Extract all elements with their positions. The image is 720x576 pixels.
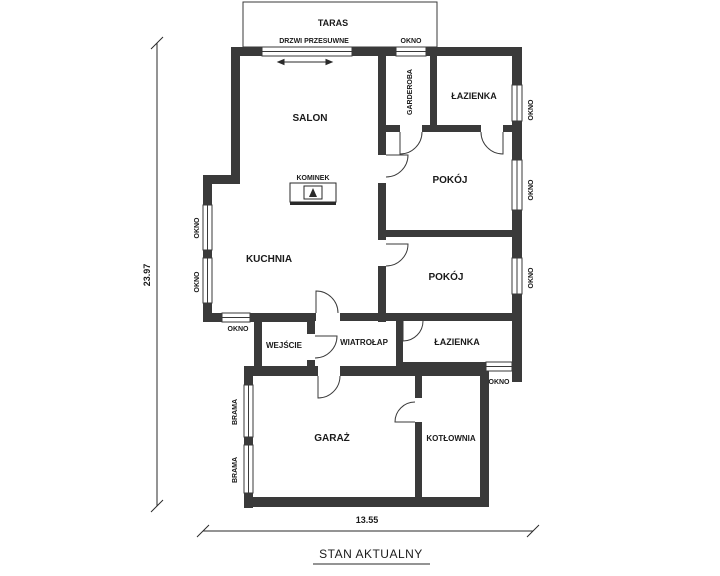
height-dimension: 23.97 xyxy=(142,36,164,513)
gate-2-label: BRAMA xyxy=(232,457,239,483)
window-right-2-label: OKNO xyxy=(528,179,535,201)
window-bottom-right-label: OKNO xyxy=(489,379,511,386)
window-labels: DRZWI PRZESUWNE OKNO OKNO OKNO OKNO OKNO… xyxy=(194,38,535,483)
room-pokoj-2-label: POKÓJ xyxy=(428,270,463,283)
plan-caption: STAN AKTUALNY xyxy=(319,547,423,561)
fireplace-icon xyxy=(289,182,337,205)
room-kotlownia-label: KOTŁOWNIA xyxy=(426,434,476,443)
room-garaz-label: GARAŻ xyxy=(314,431,350,444)
height-dimension-label: 23.97 xyxy=(142,264,152,287)
window-left-1-label: OKNO xyxy=(194,217,201,239)
room-lazienka-bottom-label: ŁAZIENKA xyxy=(434,337,480,347)
room-kominek-label: KOMINEK xyxy=(296,175,329,182)
gate-1-label: BRAMA xyxy=(232,399,239,425)
width-dimension: 13.55 xyxy=(196,515,540,538)
terrace xyxy=(242,1,438,48)
terrace-label: TARAS xyxy=(318,18,348,28)
window-right-3-label: OKNO xyxy=(528,267,535,289)
room-labels: SALON KOMINEK KUCHNIA GARDEROBA ŁAZIENKA… xyxy=(246,69,497,444)
room-garderoba-label: GARDEROBA xyxy=(407,69,414,115)
room-salon-label: SALON xyxy=(293,113,328,124)
width-dimension-label: 13.55 xyxy=(356,515,379,525)
room-wejscie-label: WEJŚCIE xyxy=(266,341,303,350)
terrace-door-label: DRZWI PRZESUWNE xyxy=(279,38,349,45)
window-right-1-label: OKNO xyxy=(528,99,535,121)
room-kuchnia-label: KUCHNIA xyxy=(246,254,292,265)
room-lazienka-top-label: ŁAZIENKA xyxy=(451,91,497,101)
window-left-2-label: OKNO xyxy=(194,271,201,293)
room-pokoj-1-label: POKÓJ xyxy=(432,173,467,186)
doors xyxy=(307,125,504,423)
room-wiatrolap-label: WIATROŁAP xyxy=(340,338,389,347)
window-bottom-left-label: OKNO xyxy=(228,326,250,333)
windows xyxy=(202,46,523,494)
sliding-door-arrows-icon xyxy=(276,58,334,66)
window-top-label: OKNO xyxy=(401,38,423,45)
